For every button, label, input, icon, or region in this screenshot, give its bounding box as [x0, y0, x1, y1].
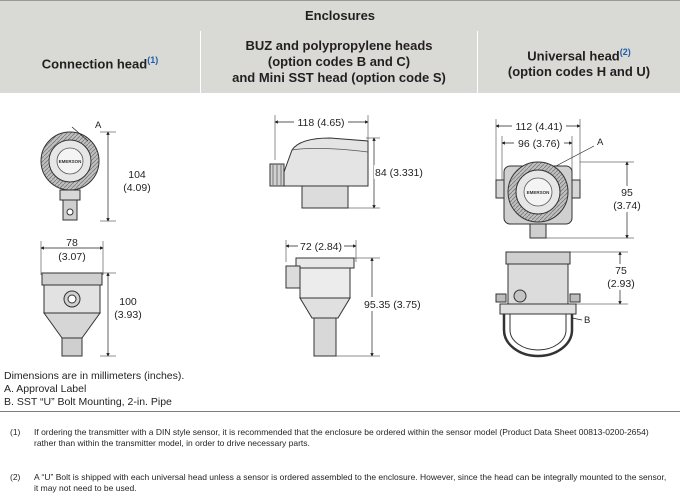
brand-mark: EMERSON: [527, 190, 550, 195]
column-header-connection-head: Connection head(1): [0, 31, 200, 93]
dim-conn-height-bottom-in: (3.93): [114, 309, 141, 321]
notes-units: Dimensions are in millimeters (inches).: [4, 370, 185, 382]
brand-mark: EMERSON: [59, 159, 82, 164]
column-title: BUZ and polypropylene heads: [245, 38, 433, 53]
header-row: Connection head(1) BUZ and polypropylene…: [0, 31, 680, 93]
drawing-notes: Dimensions are in millimeters (inches). …: [4, 370, 184, 409]
connection-head-side-view: [41, 272, 103, 357]
footnote-number: (2): [10, 472, 21, 482]
dim-conn-width: 78: [66, 237, 78, 249]
enclosures-table: Enclosures Connection head(1) BUZ and po…: [0, 0, 680, 412]
column-header-universal-head: Universal head(2) (option codes H and U): [478, 31, 680, 93]
universal-head-side-view: [495, 251, 583, 358]
dim-univ-width-inner: 96 (3.76): [518, 138, 560, 150]
buz-head-drawing: [269, 137, 369, 209]
dim-mini-width: 72 (2.84): [300, 241, 342, 253]
footnote-number: (1): [10, 427, 21, 437]
dim-univ-height-top: 95: [621, 187, 633, 199]
column-divider: [477, 31, 478, 93]
dim-mini-height: 95.35 (3.75): [364, 299, 421, 311]
universal-head-top-view: EMERSON: [495, 145, 595, 239]
dim-buz-width: 118 (4.65): [297, 117, 344, 129]
footnote-ref: (2): [619, 46, 631, 57]
drawings-row: [0, 93, 680, 412]
dim-conn-height-top: 104: [128, 169, 146, 181]
column-title: Connection head: [41, 56, 148, 72]
notes-legend-a: A. Approval Label: [4, 383, 87, 395]
footnote-text: A “U” Bolt is shipped with each universa…: [34, 472, 667, 493]
dim-univ-height-bottom: 75: [615, 265, 627, 277]
dim-conn-width-in: (3.07): [58, 251, 85, 263]
column-divider: [200, 31, 201, 93]
dim-conn-height-bottom: 100: [119, 296, 137, 308]
column-title: Universal head: [527, 48, 620, 64]
dim-univ-height-top-in: (3.74): [613, 200, 640, 212]
footnote-text: If ordering the transmitter with a DIN s…: [34, 427, 649, 448]
connection-head-top-view: EMERSON: [40, 126, 100, 221]
label-b-universal: B: [584, 315, 590, 326]
dim-univ-width-outer: 112 (4.41): [515, 121, 562, 133]
label-a-connection: A: [95, 120, 102, 131]
column-subtitle: (option codes B and C): [267, 54, 411, 69]
dim-conn-height-top-in: (4.09): [123, 182, 150, 194]
column-subtitle: (option codes H and U): [507, 64, 651, 80]
notes-legend-b: B. SST “U” Bolt Mounting, 2-in. Pipe: [4, 396, 172, 408]
label-a-universal: A: [597, 137, 604, 148]
enclosure-drawings: EMERSON A 104 (4.09) 78 (3.07) 100 (3.93…: [40, 115, 641, 358]
mini-sst-head-drawing: [285, 257, 355, 357]
table-title: Enclosures: [0, 0, 680, 31]
column-subtitle: and Mini SST head (option code S): [232, 70, 446, 85]
footnote-ref: (1): [147, 54, 159, 65]
dim-univ-height-bottom-in: (2.93): [607, 278, 634, 290]
dim-buz-height: 84 (3.331): [375, 167, 423, 179]
column-header-buz-heads: BUZ and polypropylene heads (option code…: [201, 31, 477, 93]
